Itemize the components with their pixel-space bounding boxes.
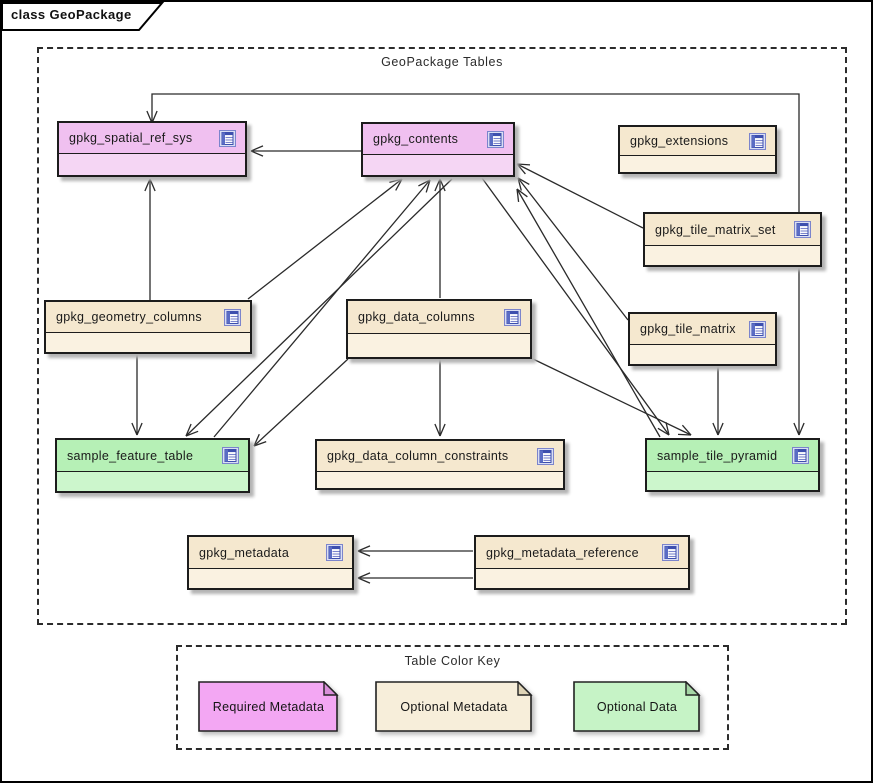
diagram-title: class GeoPackage	[11, 7, 132, 22]
table-attributes	[46, 333, 250, 352]
connector-gpkg-geometry-columns__gpkg-contents	[247, 178, 403, 300]
connector-gpkg-tile-matrix-set__gpkg-contents	[516, 163, 644, 229]
color-key-frame: Table Color Key Required Metadata Option…	[176, 645, 729, 750]
note-shape	[573, 680, 701, 732]
table-name: gpkg_metadata_reference	[486, 545, 639, 560]
table-icon	[749, 320, 766, 338]
table-icon	[537, 447, 554, 465]
table-name: gpkg_data_columns	[358, 310, 475, 324]
table-attributes	[645, 246, 820, 265]
table-gpkg-extensions[interactable]: gpkg_extensions	[618, 125, 777, 174]
note-shape	[198, 680, 339, 732]
table-attributes	[348, 334, 530, 357]
connector-gpkg-geometry-columns__sample-feature-table	[131, 354, 143, 436]
table-name: gpkg_data_column_constraints	[327, 449, 509, 463]
table-gpkg-metadata[interactable]: gpkg_metadata	[187, 535, 354, 590]
table-attributes	[189, 569, 352, 588]
table-attributes	[630, 345, 775, 364]
table-gpkg-data-column-constraints[interactable]: gpkg_data_column_constraints	[315, 439, 565, 490]
table-icon	[222, 447, 239, 464]
connector-gpkg-tile-matrix__gpkg-contents	[517, 177, 629, 321]
table-gpkg-metadata-reference[interactable]: gpkg_metadata_reference	[474, 535, 690, 590]
table-name: gpkg_contents	[373, 132, 459, 146]
table-attributes	[647, 472, 818, 490]
key-note-required-metadata: Required Metadata	[198, 680, 339, 733]
title-tab-shape	[2, 2, 165, 31]
table-name: gpkg_tile_matrix	[640, 322, 736, 336]
table-icon	[487, 130, 504, 148]
table-icon	[792, 447, 809, 464]
key-label: Optional Data	[596, 700, 678, 714]
table-icon	[504, 308, 521, 326]
table-attributes	[620, 156, 775, 172]
table-gpkg-geometry-columns[interactable]: gpkg_geometry_columns	[44, 300, 252, 354]
table-sample-tile-pyramid[interactable]: sample_tile_pyramid	[645, 438, 820, 492]
table-name: gpkg_tile_matrix_set	[655, 222, 776, 237]
geopackage-tables-frame: GeoPackage Tables	[37, 47, 847, 625]
table-icon	[662, 544, 679, 561]
table-name: gpkg_spatial_ref_sys	[69, 131, 193, 145]
table-icon	[749, 132, 766, 150]
table-attributes	[59, 154, 245, 175]
table-attributes	[57, 472, 248, 491]
connector-gpkg-contents__sample-feature-table	[185, 178, 453, 437]
connector-gpkg-data-columns__gpkg-data-column-constraints	[434, 359, 446, 437]
connector-gpkg-data-columns__sample-feature-table	[253, 358, 349, 447]
table-name: sample_tile_pyramid	[657, 448, 778, 463]
connector-gpkg-metadata-reference__gpkg-metadata-1	[357, 545, 473, 557]
key-label: Required Metadata	[212, 700, 325, 714]
key-note-optional-metadata: Optional Metadata	[375, 680, 533, 733]
table-attributes	[363, 155, 513, 175]
table-attributes	[476, 569, 688, 588]
connector-gpkg-tile-matrix-set__sample-tile-pyramid	[793, 267, 805, 436]
connector-sample-feature-table__gpkg-contents	[213, 179, 431, 438]
table-sample-feature-table[interactable]: sample_feature_table	[55, 438, 250, 493]
table-icon	[219, 129, 236, 147]
table-gpkg-spatial-ref-sys[interactable]: gpkg_spatial_ref_sys	[57, 121, 247, 177]
table-gpkg-tile-matrix-set[interactable]: gpkg_tile_matrix_set	[643, 212, 822, 267]
table-icon	[224, 308, 241, 326]
connector-gpkg-data-columns__sample-tile-pyramid	[532, 358, 692, 436]
table-name: gpkg_geometry_columns	[56, 310, 202, 324]
connector-gpkg-tile-matrix__sample-tile-pyramid	[712, 366, 724, 436]
table-name: gpkg_extensions	[630, 134, 729, 148]
table-gpkg-data-columns[interactable]: gpkg_data_columns	[346, 299, 532, 359]
diagram-title-tab: class GeoPackage	[2, 2, 172, 32]
connector-gpkg-geometry-columns__gpkg-spatial-ref-sys	[144, 178, 156, 300]
connector-sample-tile-pyramid__gpkg-contents	[516, 188, 661, 438]
table-icon	[326, 544, 343, 561]
connector-gpkg-metadata-reference__gpkg-metadata-2	[357, 572, 473, 584]
table-icon	[794, 221, 811, 238]
table-name: sample_feature_table	[67, 448, 194, 463]
connector-gpkg-data-columns__gpkg-contents	[434, 178, 446, 298]
color-key-title: Table Color Key	[404, 654, 501, 668]
table-gpkg-contents[interactable]: gpkg_contents	[361, 122, 515, 177]
table-attributes	[317, 472, 563, 488]
key-note-optional-data: Optional Data	[573, 680, 701, 733]
connector-gpkg-contents__sample-tile-pyramid	[481, 177, 670, 436]
connector-gpkg-contents__gpkg-spatial-ref-sys	[250, 145, 361, 157]
note-shape	[375, 680, 533, 732]
table-gpkg-tile-matrix[interactable]: gpkg_tile_matrix	[628, 312, 777, 366]
frame-label: GeoPackage Tables	[381, 55, 503, 69]
key-label: Optional Metadata	[400, 700, 508, 714]
table-name: gpkg_metadata	[199, 545, 290, 560]
